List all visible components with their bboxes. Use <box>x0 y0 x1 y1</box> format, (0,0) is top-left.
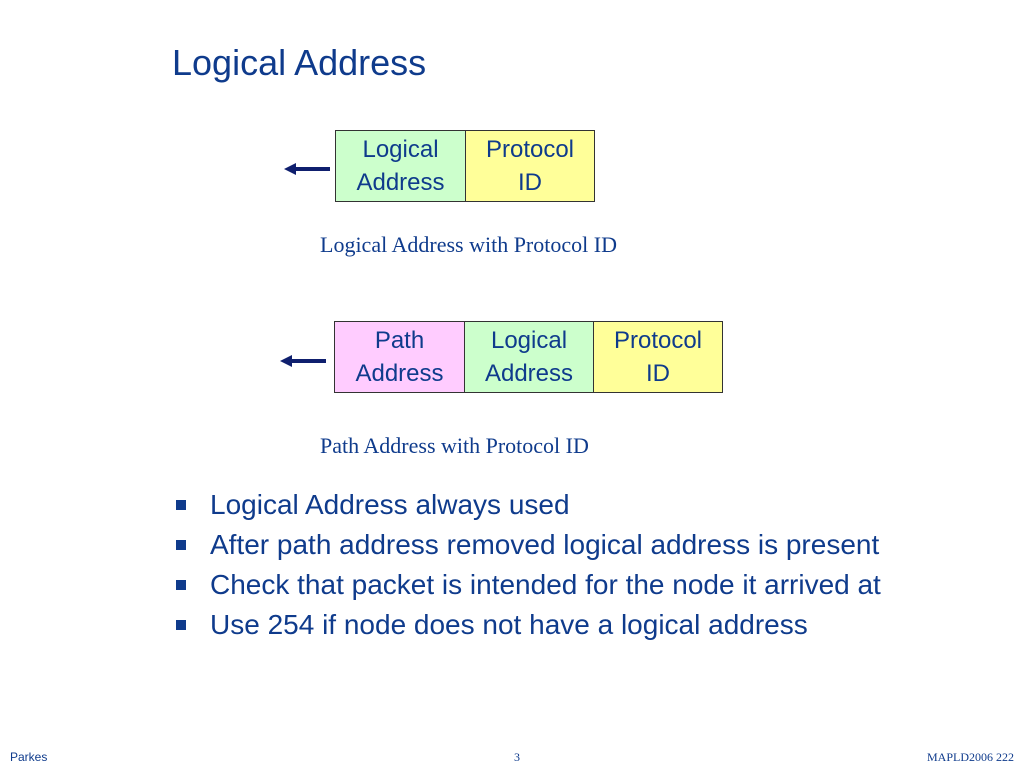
field-label-line2: ID <box>646 360 670 387</box>
footer-conference: MAPLD2006 222 <box>926 750 1014 764</box>
diagram1-caption: Logical Address with Protocol ID <box>320 232 617 257</box>
bullet-list: Logical Address always used After path a… <box>172 488 1012 648</box>
list-item: After path address removed logical addre… <box>172 528 1012 561</box>
bullet-text: Logical Address always used <box>210 489 570 520</box>
square-bullet-icon <box>176 620 186 630</box>
left-arrow-icon <box>284 163 330 175</box>
footer-page-number: 3 <box>514 750 520 764</box>
field-protocol-id: Protocol ID <box>465 131 594 201</box>
field-label-line1: Path <box>374 327 425 354</box>
bullet-text: Use 254 if node does not have a logical … <box>210 609 808 640</box>
list-item: Use 254 if node does not have a logical … <box>172 608 1012 641</box>
square-bullet-icon <box>176 540 186 550</box>
field-label-line2: Address <box>484 360 574 387</box>
square-bullet-icon <box>176 580 186 590</box>
bullet-text: After path address removed logical addre… <box>210 529 880 560</box>
field-path-address: Path Address <box>335 322 464 392</box>
footer-author: Parkes <box>10 750 48 764</box>
field-label-line2: Address <box>356 169 445 196</box>
field-label-line2: Address <box>355 360 444 387</box>
bullet-text: Check that packet is intended for the no… <box>210 569 881 600</box>
packet-diagram-logical: Logical Address Protocol ID <box>335 130 595 202</box>
field-logical-address: Logical Address <box>464 322 593 392</box>
field-label-line1: Logical <box>490 327 568 354</box>
square-bullet-icon <box>176 500 186 510</box>
field-label-line1: Protocol <box>485 136 575 163</box>
packet-diagram-path: Path Address Logical Address Protocol ID <box>334 321 723 393</box>
field-label-line1: Protocol <box>613 327 703 354</box>
field-protocol-id: Protocol ID <box>593 322 722 392</box>
left-arrow-icon <box>280 355 326 367</box>
field-label-line2: ID <box>518 169 542 196</box>
list-item: Logical Address always used <box>172 488 1012 521</box>
list-item: Check that packet is intended for the no… <box>172 568 1012 601</box>
diagram2-caption: Path Address with Protocol ID <box>320 433 589 458</box>
field-logical-address: Logical Address <box>336 131 465 201</box>
slide-title: Logical Address <box>172 42 427 83</box>
field-label-line1: Logical <box>362 136 439 163</box>
